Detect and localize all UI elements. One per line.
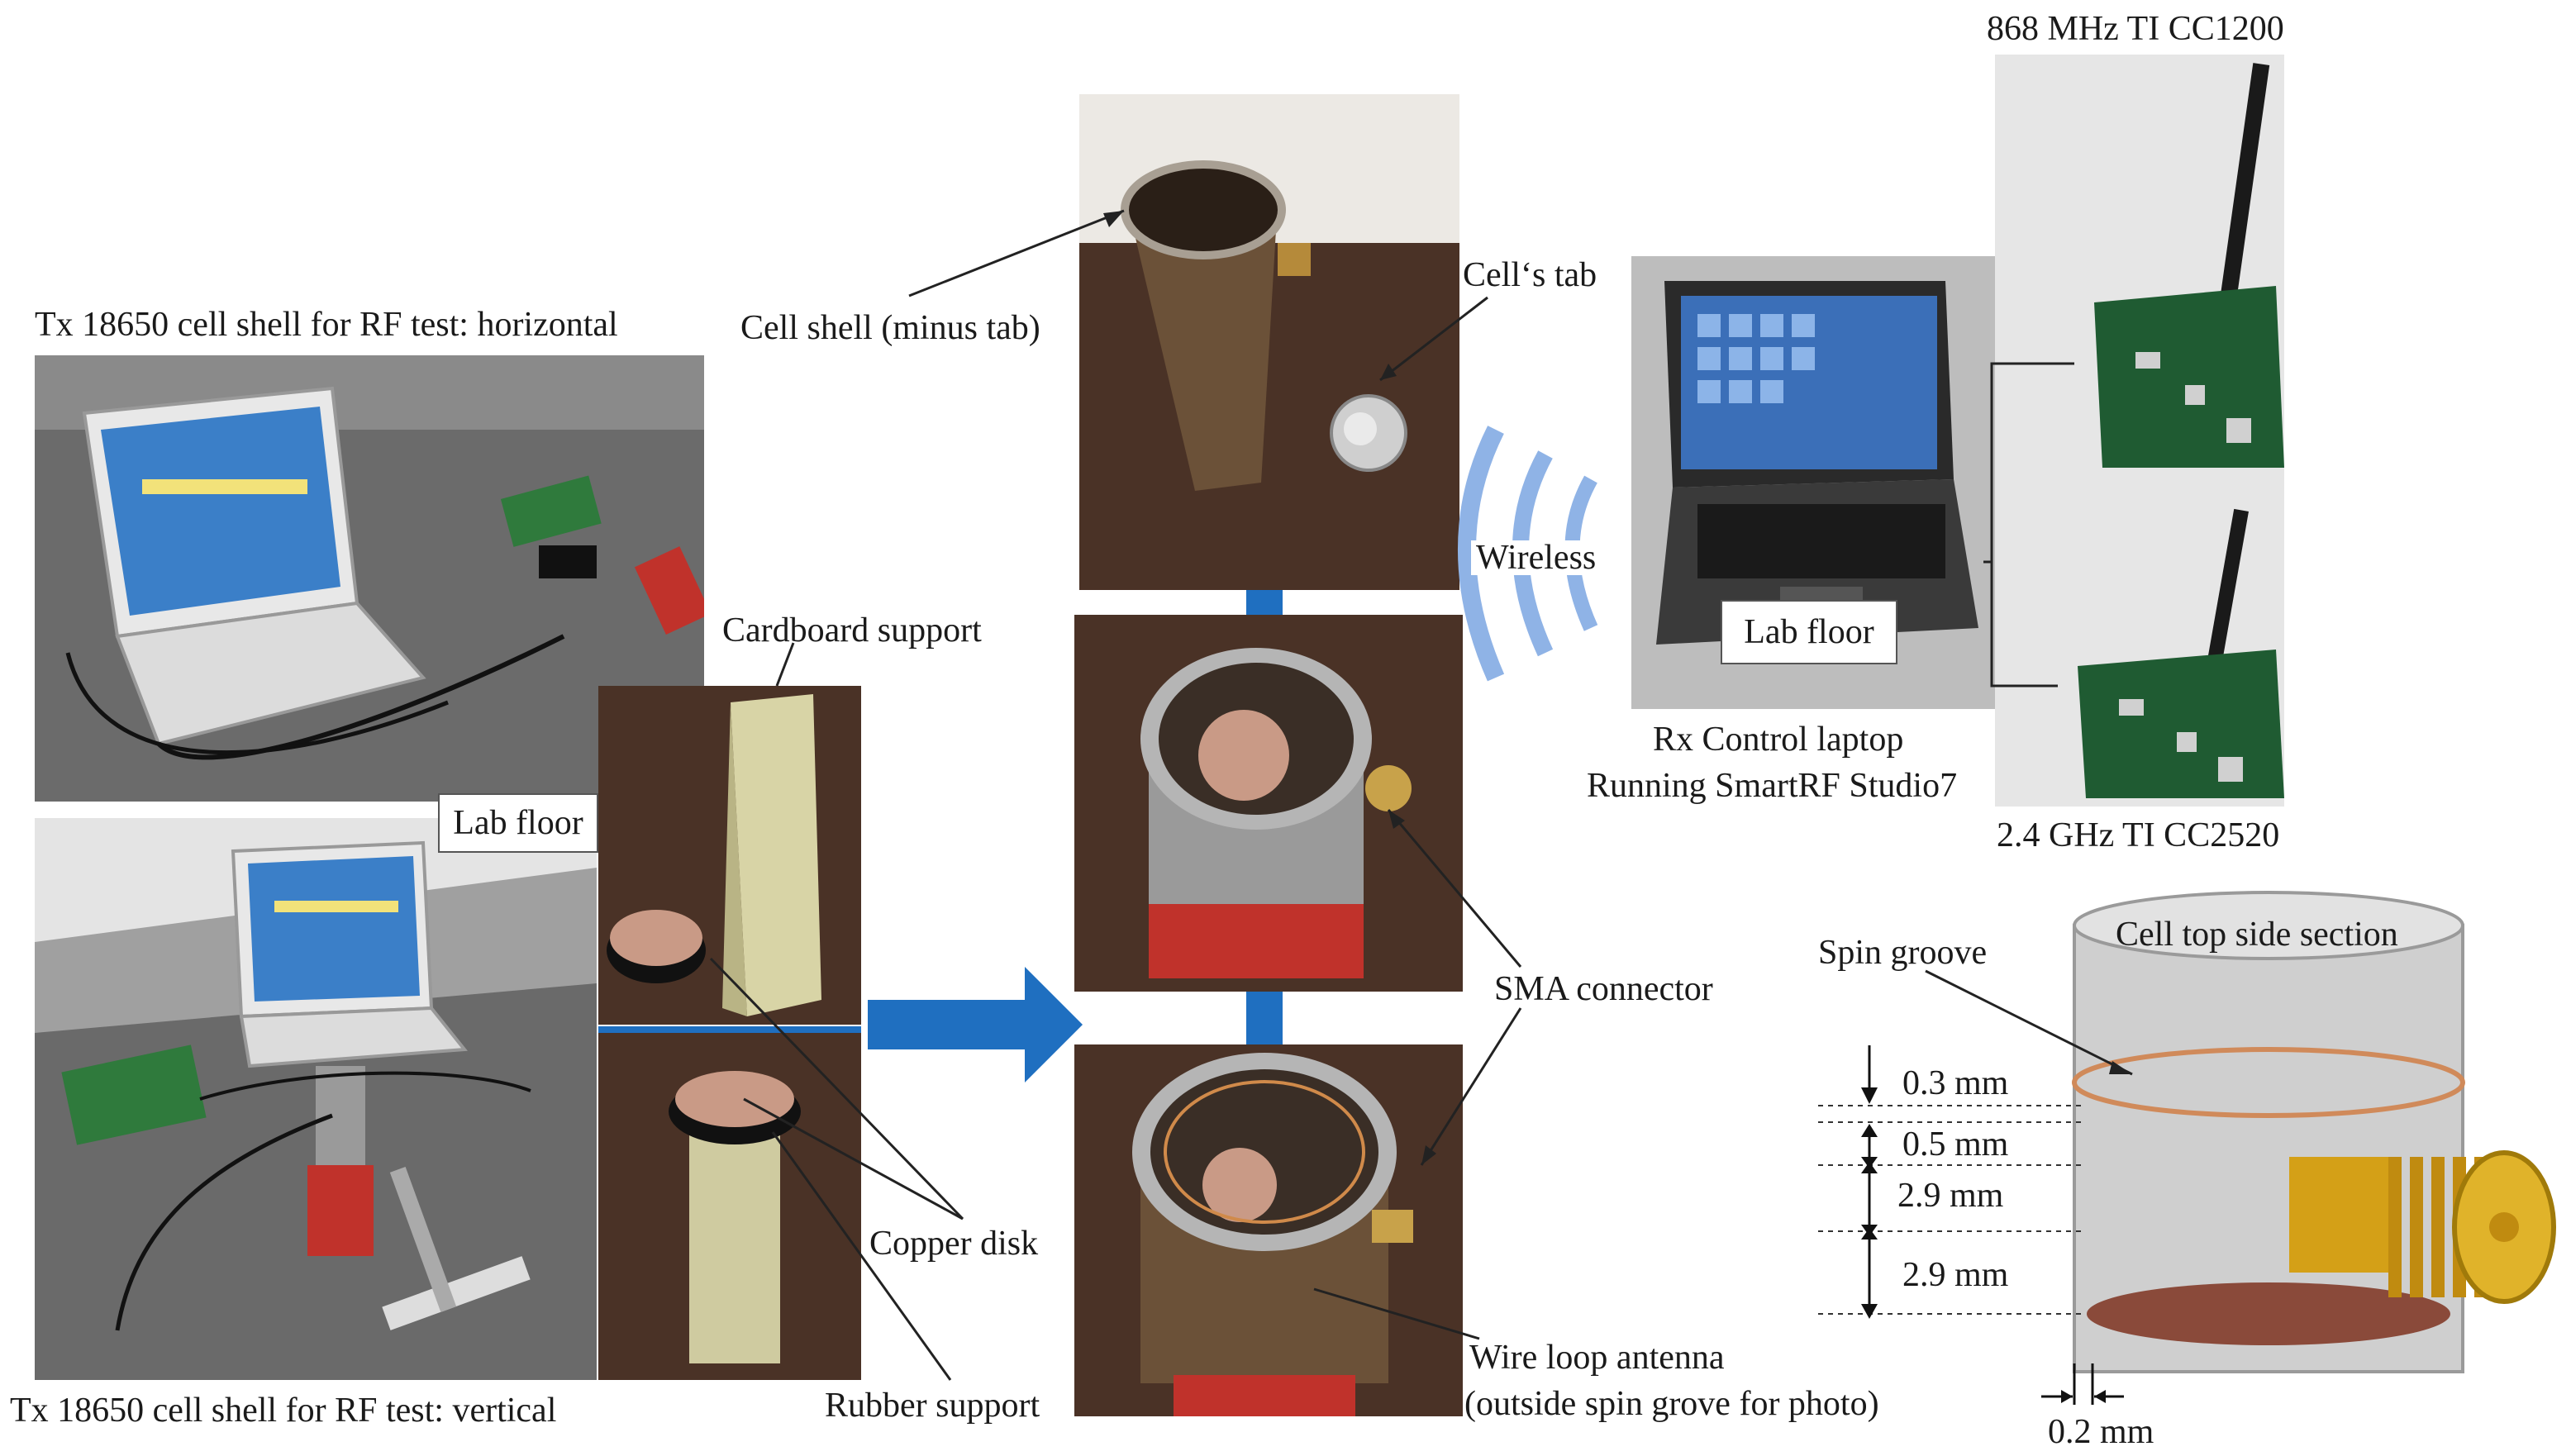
- photo-cell-wire-loop: [1074, 1044, 1463, 1416]
- dim-2-9-mm-lower: 2.9 mm: [1902, 1256, 2009, 1294]
- cell-top-label: Cell top side section: [2116, 916, 2398, 954]
- lab-floor-label-left: Lab floor: [438, 793, 598, 853]
- cell-wire-loop-drawing: [1074, 1044, 1463, 1416]
- photo-vertical-setup: [35, 818, 597, 1380]
- sma-connector-label: SMA connector: [1494, 970, 1713, 1008]
- copper-disk-label: Copper disk: [869, 1225, 1039, 1263]
- cc1200-board-drawing: [1995, 55, 2284, 484]
- connector-bar-top: [1246, 587, 1283, 615]
- spin-groove-label: Spin groove: [1818, 934, 1988, 972]
- photo-cc2520-board: [1995, 484, 2284, 807]
- dim-2-9-mm-upper: 2.9 mm: [1897, 1177, 2004, 1215]
- photo-divider: [598, 1026, 861, 1033]
- horizontal-setup-drawing: [35, 355, 704, 802]
- cells-tab-label: Cell‘s tab: [1463, 256, 1597, 294]
- cardboard-support-drawing: [598, 686, 861, 1025]
- cc2520-label: 2.4 GHz TI CC2520: [1997, 816, 2280, 854]
- rubber-support-label: Rubber support: [825, 1387, 1040, 1425]
- connector-bar-bottom: [1246, 992, 1283, 1044]
- cc1200-label: 868 MHz TI CC1200: [1987, 10, 2284, 48]
- tx-horizontal-caption: Tx 18650 cell shell for RF test: horizon…: [35, 306, 618, 344]
- cell-shell-drawing: [1079, 94, 1459, 590]
- cell-copper-inside-drawing: [1074, 615, 1463, 992]
- photo-cell-shell: [1079, 94, 1459, 590]
- cc2520-board-drawing: [1995, 484, 2284, 807]
- rx-laptop-label-2: Running SmartRF Studio7: [1587, 767, 1958, 805]
- wireless-label: Wireless: [1471, 540, 1602, 575]
- wire-loop-label-1: Wire loop antenna: [1469, 1339, 1725, 1377]
- cardboard-support-label: Cardboard support: [722, 611, 982, 649]
- dim-0-2-mm: 0.2 mm: [2048, 1413, 2154, 1451]
- rubber-support-drawing: [598, 1033, 861, 1380]
- flow-arrow: [868, 967, 1083, 1082]
- photo-horizontal-setup: [35, 355, 704, 802]
- cell-shell-label: Cell shell (minus tab): [740, 309, 1040, 347]
- photo-cardboard-support: [598, 686, 861, 1025]
- wire-loop-label-2: (outside spin grove for photo): [1464, 1385, 1879, 1423]
- dim-0-3-mm: 0.3 mm: [1902, 1064, 2009, 1102]
- tx-vertical-caption: Tx 18650 cell shell for RF test: vertica…: [10, 1392, 557, 1430]
- photo-rubber-support: [598, 1033, 861, 1380]
- photo-cell-copper-inside: [1074, 615, 1463, 992]
- dim-0-5-mm: 0.5 mm: [1902, 1125, 2009, 1163]
- rx-laptop-label-1: Rx Control laptop: [1653, 721, 1904, 759]
- photo-cc1200-board: [1995, 55, 2284, 484]
- vertical-setup-drawing: [35, 818, 597, 1380]
- lab-floor-label-right: Lab floor: [1721, 600, 1897, 664]
